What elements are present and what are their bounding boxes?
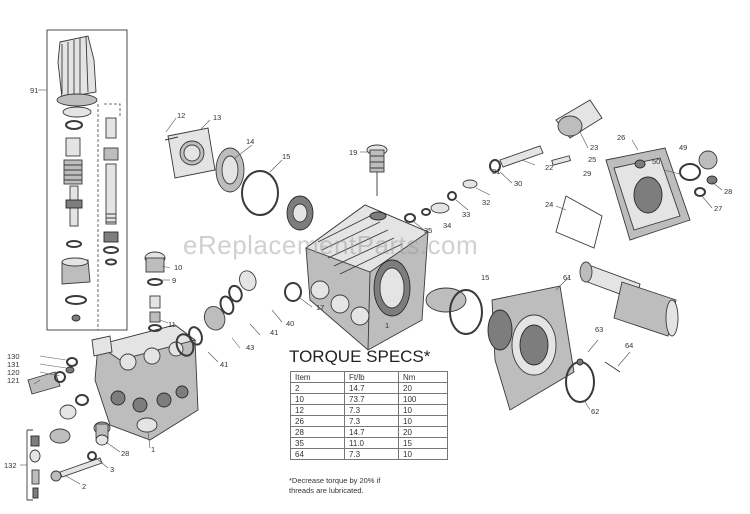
callout-121: 121 [7,376,20,385]
callout-120: 120 [7,368,20,377]
table-cell: 35 [290,437,345,449]
callout-43: 43 [246,343,254,352]
bearings-and-seals [164,127,314,302]
callout-26: 26 [617,133,625,142]
callout-23: 23 [590,143,598,152]
callout-25: 25 [588,155,596,164]
table-cell: 64 [290,448,345,460]
table-cell: 14.7 [344,382,399,394]
callout-132: 132 [4,461,17,470]
callout-33: 33 [462,210,470,219]
table-cell: 10 [398,415,448,427]
table-cell: 2 [290,382,345,394]
callout-22: 22 [545,163,553,172]
callout-13: 13 [213,113,221,122]
table-cell: 7.3 [344,404,399,416]
callout-2: 2 [82,482,86,491]
callout-50: 50 [652,157,660,166]
callout-62: 62 [591,407,599,416]
callout-1-crankcase: 1 [385,321,389,330]
callout-24: 24 [545,200,553,209]
callout-30: 30 [514,179,522,188]
table-cell: 7.3 [344,448,399,460]
callout-14: 14 [246,137,254,146]
table-cell: 100 [398,393,448,405]
callout-17: 17 [316,303,324,312]
table-cell: 7.3 [344,415,399,427]
table-cell: 20 [398,382,448,394]
table-row: 2 14.7 20 [290,382,448,394]
table-cell: 73.7 [344,393,399,405]
callout-49: 49 [679,143,687,152]
callout-12: 12 [177,111,185,120]
table-cell: 28 [290,426,345,438]
column-header: Item [290,371,345,383]
callout-32: 32 [482,198,490,207]
callout-41-upper: 41 [270,328,278,337]
table-cell: 11.0 [344,437,399,449]
leader-lines [20,117,723,485]
callout-35: 35 [424,226,432,235]
manifold-head-block [91,324,199,441]
callout-61: 61 [563,273,571,282]
dipstick-19 [366,144,388,196]
callout-29: 29 [583,169,591,178]
torque-note: *Decrease torque by 20% if threads are l… [289,476,381,495]
table-cell: 10 [398,404,448,416]
watermark: eReplacementParts.com [183,230,479,260]
callout-130: 130 [7,352,20,361]
callout-91: 91 [30,86,38,95]
valve-parts-left [26,251,257,501]
table-header-row: Item Ft/lb Nm [290,371,448,383]
crankshaft-and-flange [425,261,679,411]
callout-3: 3 [110,465,114,474]
table-row: 12 7.3 10 [290,404,448,416]
table-cell: 10 [398,448,448,460]
table-row: 10 73.7 100 [290,393,448,405]
table-cell: 12 [290,404,345,416]
rear-cover-25 [555,147,718,249]
column-header: Ft/lb [344,371,399,383]
table-row: 35 11.0 15 [290,437,448,449]
callout-34: 34 [443,221,451,230]
callout-15-top: 15 [282,152,290,161]
callout-63: 63 [595,325,603,334]
callout-10: 10 [174,263,182,272]
callout-15-right: 15 [481,273,489,282]
table-cell: 14.7 [344,426,399,438]
callout-19: 19 [349,148,357,157]
callout-31: 31 [492,167,500,176]
callout-28-bottom: 28 [121,449,129,458]
table-cell: 20 [398,426,448,438]
table-row: 64 7.3 10 [290,448,448,460]
callout-9: 9 [172,276,176,285]
callout-64: 64 [625,341,633,350]
table-cell: 26 [290,415,345,427]
callout-41-lower: 41 [220,360,228,369]
callout-40: 40 [286,319,294,328]
column-header: Nm [398,371,448,383]
connecting-rod-parts [404,99,603,223]
table-row: 26 7.3 10 [290,415,448,427]
callout-28-right: 28 [724,187,732,196]
crankcase-body [305,204,429,351]
table-cell: 15 [398,437,448,449]
callout-11: 11 [168,320,176,329]
callout-1-head: 1 [151,445,155,454]
callout-131: 131 [7,360,20,369]
callout-27: 27 [714,204,722,213]
table-cell: 10 [290,393,345,405]
unloader-assembly-91 [38,29,128,331]
torque-specs-table: Item Ft/lb Nm 2 14.7 20 10 73.7 100 12 7… [290,371,448,460]
torque-specs-title: TORQUE SPECS* [289,347,431,366]
table-row: 28 14.7 20 [290,426,448,438]
